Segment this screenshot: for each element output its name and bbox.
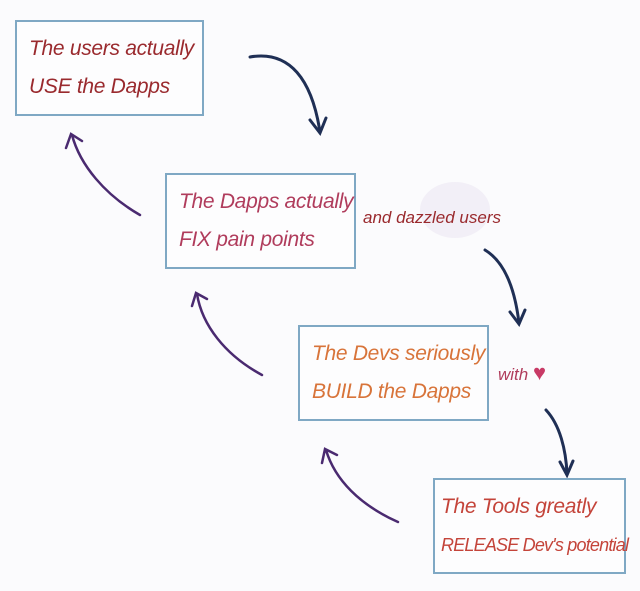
arrowhead: [308, 116, 328, 137]
arrowhead: [320, 447, 339, 465]
box-line: USE the Dapps: [29, 75, 170, 98]
arrowhead: [508, 308, 527, 327]
box-line: The Dapps actually: [179, 190, 354, 213]
arrowhead: [190, 291, 209, 308]
arrow-dapps-to-devs: [483, 248, 521, 325]
box-line: FIX pain points: [179, 228, 315, 251]
note-with: with: [498, 365, 529, 384]
box-line: The Devs seriously: [312, 342, 486, 365]
arrowhead: [64, 132, 84, 150]
arrow-dapps-to-users: [70, 133, 142, 217]
box-line: BUILD the Dapps: [312, 380, 471, 403]
box-line: The Tools greatly: [441, 495, 597, 518]
box-dapps: The Dapps actually FIX pain points: [165, 173, 356, 269]
smudge: [420, 182, 490, 238]
arrow-devs-to-tools: [544, 408, 569, 476]
note-with-heart: with ♥: [498, 360, 546, 386]
box-devs: The Devs seriously BUILD the Dapps: [298, 325, 489, 421]
note-dazzled-users: and dazzled users: [363, 208, 501, 227]
box-users: The users actually USE the Dapps: [15, 20, 204, 116]
arrow-users-to-dapps: [248, 54, 322, 134]
box-tools: The Tools greatly RELEASE Dev's potentia…: [433, 478, 629, 574]
box-line: The users actually: [29, 37, 195, 60]
arrow-tools-to-devs: [324, 448, 400, 524]
arrowhead: [558, 459, 575, 479]
box-line: RELEASE Dev's potential: [441, 535, 629, 555]
heart-icon: ♥: [532, 360, 547, 385]
arrow-devs-to-dapps: [195, 292, 264, 377]
